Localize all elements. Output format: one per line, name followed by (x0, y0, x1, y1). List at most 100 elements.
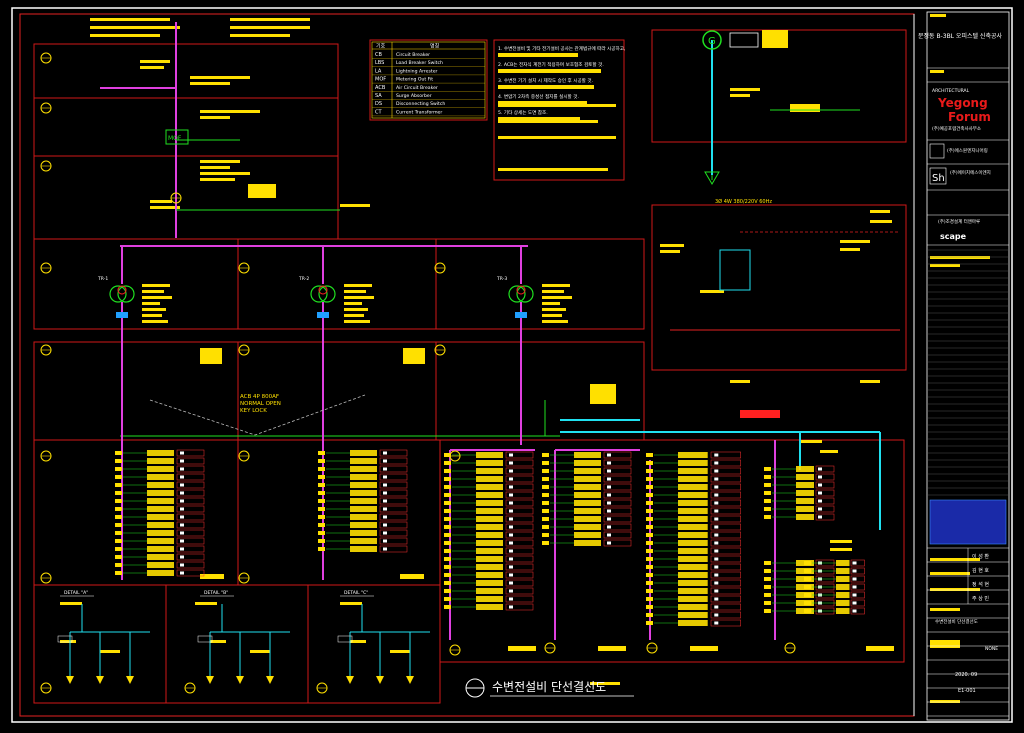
title-block: 문정동 B-3BL 오피스텔 신축공사 ARCHITECTURAL Yegong… (918, 11, 1010, 721)
svg-text:ACB 4P 800AF: ACB 4P 800AF (240, 394, 279, 400)
svg-text:KEY LOCK: KEY LOCK (240, 408, 267, 414)
generator-panel: 3Ø 4W 380/220V 60Hz (670, 198, 900, 331)
abbr-name: Surge Absorber (396, 93, 432, 99)
note-line: 5. 기타 상세는 도면 참조. (498, 109, 548, 116)
hv-bus (100, 22, 528, 270)
abbr-symbol: LBS (375, 60, 384, 66)
svg-text:TR-3: TR-3 (496, 276, 507, 282)
detail-section: DETAIL "B" (197, 590, 290, 684)
abbr-name: Current Transformer (396, 109, 442, 115)
tie-breaker: ACB 4P 800AF NORMAL OPEN KEY LOCK (149, 394, 366, 436)
reference-marker (316, 682, 328, 694)
staff-name: 이 성 환 (972, 553, 989, 560)
reference-marker (40, 52, 52, 64)
sheet-border (11, 7, 1013, 723)
feeder-schedule (764, 465, 835, 521)
reference-marker (184, 682, 196, 694)
abbr-name: Metering Out Fit (396, 77, 433, 83)
abbr-name: Circuit Breaker (396, 52, 430, 58)
note-line: 2. ACB는 전자식 계전기 적용하며 보호협조 검토할 것. (498, 61, 604, 68)
svg-text:(주)예공포럼건축사사무소: (주)예공포럼건축사사무소 (932, 125, 981, 132)
reference-marker (40, 262, 52, 274)
feeder-schedule (542, 451, 632, 547)
svg-text:scape: scape (940, 232, 967, 241)
reference-marker (40, 682, 52, 694)
transformer-symbol: TR-2 (298, 270, 336, 330)
reference-marker (238, 572, 250, 584)
detail-section: DETAIL "A" (57, 590, 150, 684)
staff-name: 김 현 호 (972, 567, 989, 574)
abbr-symbol: LA (375, 68, 382, 74)
reference-marker (40, 450, 52, 462)
svg-text:3Ø 4W 380/220V 60Hz: 3Ø 4W 380/220V 60Hz (715, 198, 772, 205)
svg-text:DETAIL "A": DETAIL "A" (64, 590, 88, 596)
feeder-schedule (318, 449, 408, 553)
emergency-bus (560, 40, 881, 530)
abbr-header-symbol: 기호 (376, 43, 386, 50)
hv-cubicle-boxes (33, 29, 907, 704)
generator-symbol: G (702, 30, 759, 185)
transformer-symbol: TR-3 (496, 270, 534, 330)
feeder-schedule (646, 451, 741, 627)
note-line: 4. 변압기 2차측 중성선 접지를 실시할 것. (498, 93, 579, 100)
abbr-name: Air Circuit Breaker (396, 85, 438, 91)
svg-text:TR-1: TR-1 (97, 276, 108, 282)
reference-marker (40, 572, 52, 584)
abbr-symbol: SA (375, 93, 382, 99)
svg-text:Forum: Forum (948, 110, 991, 124)
svg-text:(주)조경설계 터앤마루: (주)조경설계 터앤마루 (938, 218, 980, 225)
abbr-header-name: 명칭 (430, 43, 439, 50)
reference-marker (646, 642, 658, 654)
mof-box: MOF (165, 129, 189, 145)
abbr-symbol: MOF (375, 77, 386, 83)
abbr-name: Load Breaker Switch (396, 60, 443, 66)
svg-text:E1-001: E1-001 (958, 688, 976, 694)
feeder-schedule (804, 559, 865, 615)
svg-text:NONE: NONE (985, 646, 998, 652)
control-wiring (120, 60, 860, 437)
svg-text:Sh: Sh (932, 173, 945, 184)
svg-text:ARCHITECTURAL: ARCHITECTURAL (932, 88, 970, 94)
abbr-name: Disconnecting Switch (396, 101, 445, 107)
reference-marker (449, 450, 461, 462)
reference-marker (784, 642, 796, 654)
svg-text:MOF: MOF (168, 135, 182, 142)
reference-marker (40, 344, 52, 356)
reference-marker (170, 192, 182, 204)
note-line: 3. 수변전 기기 설치 시 제작도 승인 후 시공할 것. (498, 77, 593, 84)
drawing-title: 수변전설비 단선결선도 (465, 678, 634, 698)
staff-name: 정 석 현 (972, 581, 989, 588)
svg-text:DETAIL "C": DETAIL "C" (344, 590, 368, 596)
feeder-schedule (444, 451, 534, 611)
abbr-symbol: DS (375, 101, 382, 107)
svg-text:(주)에스원엔지니어링: (주)에스원엔지니어링 (947, 147, 988, 154)
project-name: 문정동 B-3BL 오피스텔 신축공사 (918, 32, 1002, 40)
abbr-symbol: CT (375, 109, 382, 115)
abbr-symbol: ACB (375, 85, 386, 91)
svg-text:수변전설비 단선결선도: 수변전설비 단선결선도 (935, 618, 978, 625)
detail-section: DETAIL "C" (337, 590, 430, 684)
reference-marker (40, 102, 52, 114)
drawing-title-text: 수변전설비 단선결선도 (492, 680, 606, 694)
note-line: 1. 수변전설비 및 기타 전기설비 공사는 관계법규에 따라 시공하고, (498, 45, 626, 52)
reference-marker (40, 160, 52, 172)
reference-marker (238, 262, 250, 274)
reference-marker (544, 642, 556, 654)
abbr-name: Lightning Arrester (396, 68, 438, 74)
svg-text:G: G (708, 36, 716, 47)
general-notes: 1. 수변전설비 및 기타 전기설비 공사는 관계법규에 따라 시공하고, 2. … (498, 45, 626, 121)
svg-text:NORMAL OPEN: NORMAL OPEN (240, 401, 281, 407)
reference-marker (238, 344, 250, 356)
abbr-symbol: CB (375, 52, 382, 58)
svg-text:2020. 09: 2020. 09 (955, 672, 977, 678)
feeder-schedule (115, 449, 205, 577)
svg-text:DETAIL "B": DETAIL "B" (204, 590, 228, 596)
reference-marker (434, 262, 446, 274)
svg-text:(주)에이치에스이엔지: (주)에이치에스이엔지 (950, 169, 991, 176)
architect-logo: Yegong (937, 96, 988, 110)
svg-text:TR-2: TR-2 (298, 276, 309, 282)
staff-name: 주 상 민 (972, 595, 989, 602)
